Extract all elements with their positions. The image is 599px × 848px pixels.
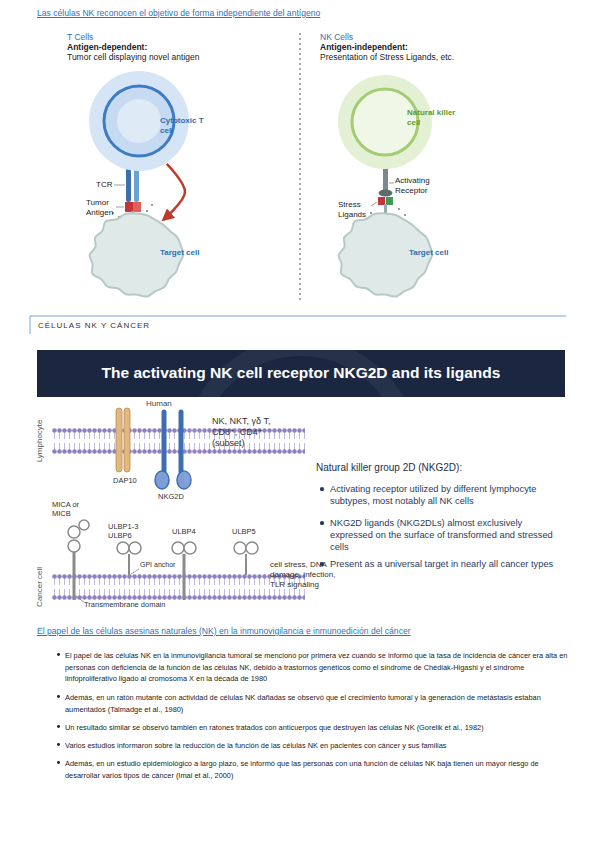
bullet-item: Además, en un ratón mutante con activida…: [65, 692, 570, 715]
nkg2d-domain: [155, 471, 169, 489]
bullet-item: Present as a universal target in nearly …: [330, 558, 558, 570]
title-banner: The activating NK cell receptor NKG2D an…: [37, 350, 565, 397]
leader-line: [131, 569, 139, 574]
ulbp-stalk: [128, 554, 130, 575]
dot: [370, 212, 372, 214]
tumor-antigen: [125, 202, 133, 212]
cell-core: [117, 99, 161, 143]
target-cell: Target cell: [337, 212, 433, 298]
arrow-connector: [163, 164, 185, 220]
leader-line: [76, 596, 84, 602]
mica-stalk: [73, 552, 76, 600]
bullet-item: Varios estudios informaron sobre la redu…: [65, 740, 570, 752]
membrane-label: Cancer cell: [35, 557, 45, 617]
part-label: ULBP4: [172, 527, 212, 536]
node-label: Natural killer cell: [407, 108, 457, 128]
bullet-item: NKG2D ligands (NKG2DLs) almost exclusive…: [330, 517, 558, 553]
panel-subheading: Antigen-dependent:: [67, 42, 267, 52]
bullet-item: El papel de las células NK en la inmunov…: [65, 650, 570, 685]
leader-line: [116, 207, 124, 208]
node-label: The activating NK cell receptor NKG2D an…: [37, 364, 565, 383]
mica-domain: [79, 520, 89, 530]
ulbp-domain: [129, 542, 141, 554]
conditions-note: cell stress, DNA damage, infection, TLR …: [270, 560, 336, 589]
dot: [404, 214, 406, 216]
part-label: Tumor Antigen: [86, 198, 122, 218]
bullet-item: Activating receptor utilized by differen…: [330, 483, 558, 507]
mica-domain: [68, 526, 80, 538]
part-label: ULBP5: [232, 527, 272, 536]
section-rule: [30, 316, 566, 317]
part-label: Human: [146, 399, 186, 409]
divider-line: [300, 33, 301, 300]
membrane-label: Lymphocyte: [35, 411, 45, 471]
leader-line: [114, 185, 125, 186]
dap10-chain: [124, 408, 130, 472]
part-label: Activating Receptor: [395, 176, 441, 196]
part-label: MICA or MICB: [52, 500, 86, 518]
bullet-item: Además, en un estudio epidemiológico a l…: [65, 758, 570, 781]
nk-cell-circle: Natural killer cell: [337, 74, 433, 170]
stress-ligand: [386, 197, 393, 205]
section-heading: El papel de las células asesinas natural…: [37, 626, 582, 636]
cancer-membrane: [52, 574, 305, 600]
mica-domain: [68, 540, 80, 552]
section-rule: [30, 316, 31, 334]
part-label: GPI anchor: [140, 561, 180, 570]
page-heading: Las células NK reconocen el objetivo de …: [37, 8, 582, 18]
dot: [151, 204, 153, 206]
leader-line: [371, 202, 377, 206]
panel-heading: NK Cells: [320, 32, 520, 42]
leader-line: [389, 183, 394, 184]
part-label: NKG2D: [158, 492, 198, 501]
ulbp-domain: [184, 542, 196, 554]
panel-description: Presentation of Stress Ligands, etc.: [320, 52, 550, 62]
node-label: Target cell: [160, 248, 200, 258]
cell-types-note: NK, NKT, γδ T, CD8⁺, CD4⁺ (subset): [212, 416, 294, 449]
node-label: Cytotoxic T cell: [160, 116, 206, 136]
panel-subheading: Antigen-independent:: [320, 42, 520, 52]
node-label: Target cell: [409, 248, 449, 258]
ulbp4-stalk: [183, 554, 186, 600]
dot: [398, 208, 400, 210]
figure-subheading: Natural killer group 2D (NKG2D):: [316, 462, 561, 474]
t-cell-circle: Cytotoxic T cell: [88, 70, 190, 172]
dap10-chain: [116, 408, 122, 472]
section-heading: CÉLULAS NK Y CÁNCER: [38, 321, 338, 331]
ulbp-domain: [117, 542, 129, 554]
part-label: ULBP1-3 ULBP6: [108, 522, 146, 540]
panel-heading: T Cells: [67, 32, 267, 42]
dot: [146, 210, 148, 212]
activating-receptor: [379, 190, 393, 197]
bullet-item: Un resultado similar se observó también …: [65, 722, 570, 734]
part-label: Stress Ligands: [338, 200, 372, 220]
target-cell: Target cell: [88, 212, 184, 298]
stress-ligand: [378, 197, 385, 205]
nkg2d-chain: [162, 412, 167, 472]
ulbp-domain: [172, 542, 184, 554]
tumor-antigen: [133, 202, 141, 212]
part-label: TCR: [96, 180, 126, 190]
panel-description: Tumor cell displaying novel antigen: [67, 52, 287, 62]
part-label: Transmembrane domain: [84, 600, 204, 609]
part-label: DAP10: [113, 476, 153, 485]
banner-fill: [37, 350, 565, 397]
